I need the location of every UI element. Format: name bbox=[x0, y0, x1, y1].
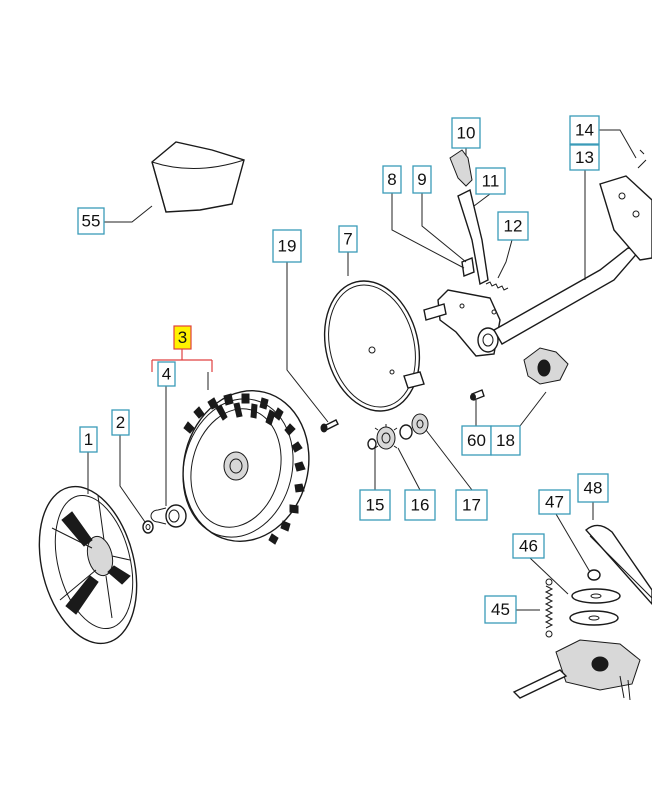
part-19-screw bbox=[320, 419, 339, 433]
part-7-disc bbox=[323, 280, 425, 412]
callout-60[interactable]: 60 bbox=[461, 425, 492, 456]
callout-55[interactable]: 55 bbox=[77, 207, 105, 235]
callout-12-label: 12 bbox=[504, 217, 523, 236]
callout-46-label: 46 bbox=[519, 537, 538, 556]
part-55-cover bbox=[151, 141, 245, 213]
callout-46[interactable]: 46 bbox=[512, 533, 545, 559]
callout-2-label: 2 bbox=[116, 413, 125, 432]
callout-7[interactable]: 7 bbox=[338, 225, 358, 253]
part-13-handle bbox=[493, 149, 652, 345]
leader-lines bbox=[87, 129, 637, 611]
callout-18-label: 18 bbox=[496, 431, 515, 450]
callout-13[interactable]: 13 bbox=[569, 144, 600, 171]
callout-2[interactable]: 2 bbox=[111, 409, 130, 436]
callout-15-label: 15 bbox=[366, 496, 385, 515]
part-gearbox bbox=[512, 639, 641, 701]
callout-9[interactable]: 9 bbox=[412, 165, 432, 194]
callout-15[interactable]: 15 bbox=[359, 489, 391, 521]
callout-48-label: 48 bbox=[584, 479, 603, 498]
part-46-pulley bbox=[569, 588, 621, 626]
callout-17-label: 17 bbox=[462, 496, 481, 515]
callout-60-label: 60 bbox=[467, 431, 486, 450]
part-4-bearing bbox=[150, 504, 187, 528]
part-17-gear bbox=[399, 413, 429, 440]
callout-18[interactable]: 18 bbox=[490, 425, 521, 456]
callout-47[interactable]: 47 bbox=[538, 489, 571, 515]
callout-19[interactable]: 19 bbox=[272, 229, 302, 263]
callout-9-label: 9 bbox=[417, 170, 426, 189]
part-9-pin bbox=[461, 257, 475, 277]
callout-4[interactable]: 4 bbox=[157, 361, 176, 387]
part-48-belt bbox=[584, 524, 652, 606]
part-60-screw bbox=[470, 389, 485, 401]
callout-11[interactable]: 11 bbox=[475, 167, 506, 195]
callout-19-label: 19 bbox=[278, 237, 297, 256]
callout-14-label: 14 bbox=[575, 121, 594, 140]
callout-48[interactable]: 48 bbox=[577, 473, 609, 503]
part-11-lever bbox=[457, 188, 489, 286]
callout-16-label: 16 bbox=[411, 496, 430, 515]
callout-14[interactable]: 14 bbox=[569, 115, 600, 145]
callout-12[interactable]: 12 bbox=[497, 211, 529, 241]
callout-4-label: 4 bbox=[162, 365, 171, 384]
callout-8[interactable]: 8 bbox=[382, 165, 402, 194]
callout-13-label: 13 bbox=[575, 148, 594, 167]
callout-47-label: 47 bbox=[545, 493, 564, 512]
callout-11-label: 11 bbox=[482, 172, 500, 191]
part-height-adjuster bbox=[423, 289, 501, 357]
callout-45[interactable]: 45 bbox=[484, 595, 517, 624]
part-10-grip bbox=[449, 149, 473, 187]
callout-8-label: 8 bbox=[387, 170, 396, 189]
part-3-wheel bbox=[182, 390, 310, 545]
part-2-nut bbox=[142, 520, 154, 534]
callout-10-label: 10 bbox=[457, 124, 476, 143]
part-47-nut bbox=[587, 569, 601, 581]
callout-17[interactable]: 17 bbox=[455, 489, 488, 521]
callout-3[interactable]: 3 bbox=[173, 325, 192, 350]
part-15-washer bbox=[367, 438, 377, 450]
part-16-pinion bbox=[374, 424, 398, 450]
callout-10[interactable]: 10 bbox=[451, 117, 481, 149]
callout-16[interactable]: 16 bbox=[404, 489, 436, 521]
part-18-knob bbox=[523, 347, 569, 385]
callout-45-label: 45 bbox=[491, 600, 510, 619]
part-45-spring bbox=[544, 578, 554, 638]
callout-7-label: 7 bbox=[343, 230, 352, 249]
callout-1[interactable]: 1 bbox=[79, 426, 98, 453]
part-1-hub-cap bbox=[38, 485, 138, 645]
callout-1-label: 1 bbox=[84, 430, 93, 449]
callout-3-label: 3 bbox=[178, 328, 187, 347]
part-12-spring bbox=[485, 281, 509, 291]
callout-55-label: 55 bbox=[82, 212, 101, 231]
